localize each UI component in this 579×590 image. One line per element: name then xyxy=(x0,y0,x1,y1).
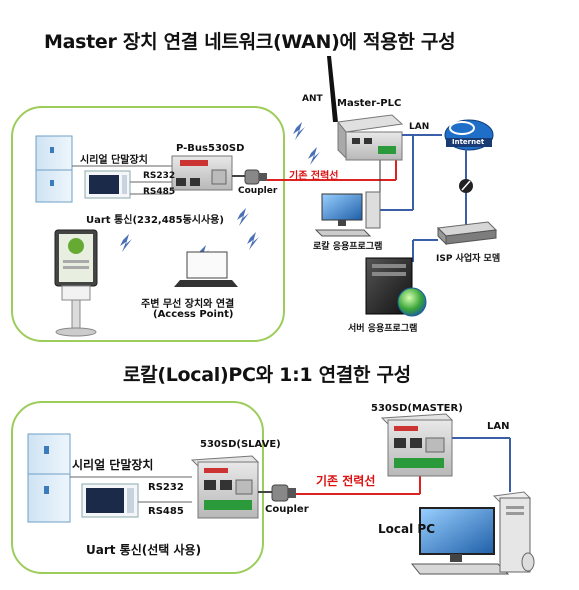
internet-label: Internet xyxy=(452,138,484,146)
power-line-label-bottom: 기존 전력선 xyxy=(316,472,375,489)
top-diagram-title: Master 장치 연결 네트워크(WAN)에 적용한 구성 xyxy=(44,27,455,54)
serial-terminal-label-top: 시리얼 단말장치 xyxy=(80,151,148,166)
local-pc-top xyxy=(316,192,380,236)
rs232-label-bottom: RS232 xyxy=(148,482,184,493)
isp-modem-device xyxy=(438,222,496,244)
rs485-label-top: RS485 xyxy=(143,187,175,197)
serial-terminal-cabinet-bottom xyxy=(28,434,70,522)
530sd-master-label: 530SD(MASTER) xyxy=(371,403,463,414)
local-app-label: 로칼 응용프로그램 xyxy=(313,239,382,252)
access-point-label: (Access Point) xyxy=(153,309,233,320)
rs232-label-top: RS232 xyxy=(143,171,175,181)
bottom-diagram-title: 로칼(Local)PC와 1:1 연결한 구성 xyxy=(123,360,411,387)
isp-modem-label: ISP 사업자 모뎀 xyxy=(436,251,500,264)
lan-label-bottom: LAN xyxy=(487,421,509,432)
rs485-label-bottom: RS485 xyxy=(148,506,184,517)
serial-terminal-microwave-top xyxy=(85,171,130,198)
coupler-label-bottom: Coupler xyxy=(265,504,309,515)
standing-kiosk xyxy=(55,230,97,336)
coupler-top xyxy=(245,170,267,184)
local-pc-label: Local PC xyxy=(378,522,435,536)
power-line-label-top: 기존 전력선 xyxy=(289,167,338,182)
coupler-bottom xyxy=(272,485,296,501)
uart-label-top: Uart 통신(232,485동시사용) xyxy=(86,211,224,226)
530sd-slave-label: 530SD(SLAVE) xyxy=(200,439,281,450)
pbus530sd-label: P-Bus530SD xyxy=(176,143,244,154)
server-device xyxy=(366,258,426,316)
wireless-devices-label: 주변 무선 장치와 연결 xyxy=(141,295,234,310)
serial-terminal-microwave-bottom xyxy=(82,484,138,517)
master-plc-label: Master-PLC xyxy=(337,98,401,109)
lan-label-top: LAN xyxy=(409,122,429,132)
serial-terminal-label-bottom: 시리얼 단말장치 xyxy=(72,456,153,473)
master-plc-device xyxy=(338,115,402,160)
ant-label: ANT xyxy=(302,94,323,104)
antenna-icon xyxy=(327,56,338,122)
uart-label-bottom: Uart 통신(선택 사용) xyxy=(86,541,201,558)
pbus530sd-device xyxy=(172,156,232,190)
serial-terminal-cabinet-top xyxy=(36,136,72,202)
server-app-label: 서버 응용프로그램 xyxy=(348,321,417,334)
plug-icon xyxy=(459,179,473,193)
laptop-device xyxy=(174,252,238,287)
530sd-slave-device xyxy=(192,456,258,518)
coupler-label-top: Coupler xyxy=(238,186,277,196)
530sd-master-device xyxy=(382,414,452,476)
